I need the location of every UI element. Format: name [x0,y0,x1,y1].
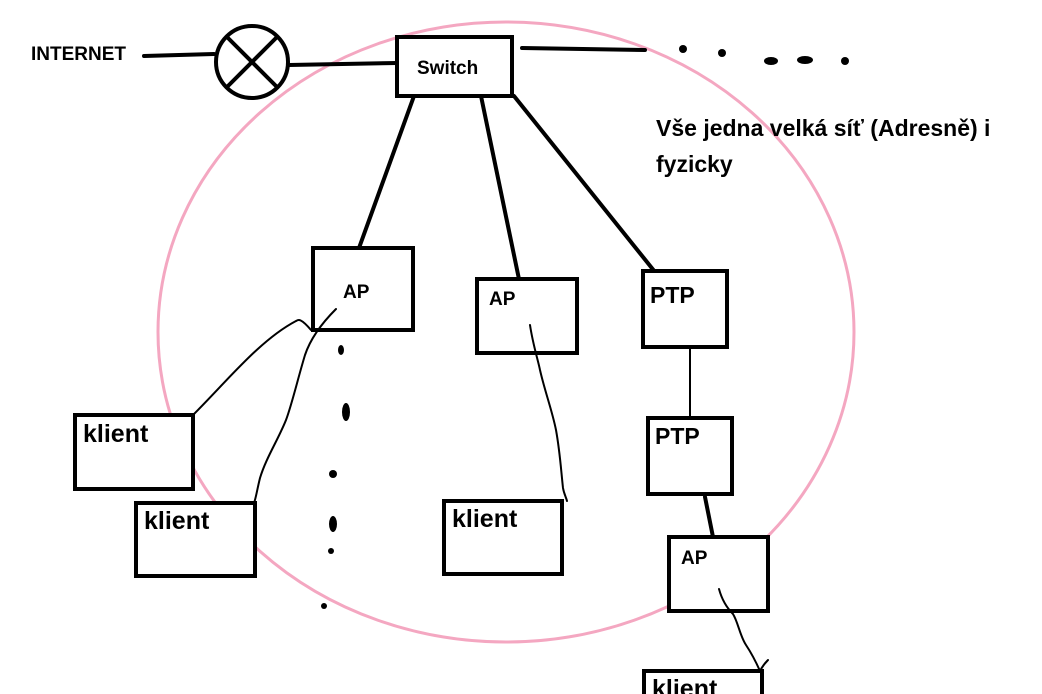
ptp-top-box [641,269,729,349]
klient-1-box [73,413,195,491]
klient-3-box [442,499,564,576]
wireless-ap-bottom-klient-4 [718,588,769,672]
internet-label: INTERNET [31,44,126,65]
network-note-line2: fyzicky [656,151,733,177]
switch-to-ap-middle [479,94,522,286]
switch-to-ptp-top [512,94,657,274]
klient-2-box [134,501,257,578]
wireless-ap-left-klient-1 [192,318,312,416]
switch-uplink [520,46,647,52]
switch-label: Switch [417,58,478,79]
network-boundary [156,20,856,644]
ptp-bottom-label: PTP [655,423,700,449]
switch-to-ap-left [357,94,416,250]
ap-left-continuation-dots [321,345,350,609]
ap-middle-box [475,277,579,355]
ptp-top-label: PTP [650,282,695,308]
ap-bottom-box [667,535,770,613]
klient-2-label: klient [144,507,210,535]
internet-link [142,52,216,58]
ap-bottom-label: AP [681,548,708,569]
uplink-continuation-dots [679,45,849,65]
router-cross-icon [214,24,290,100]
wireless-ap-left-klient-2 [253,308,337,504]
klient-3-label: klient [452,505,518,533]
klient-4-label: klient [652,675,718,694]
switch-box [395,35,514,98]
ptp-bottom-box [646,416,734,496]
ap-left-label: AP [343,282,370,303]
klient-1-label: klient [83,420,149,448]
klient-4-box [642,669,764,694]
ptp-to-ap-bottom [703,495,715,539]
router-switch-link [287,61,399,67]
ap-middle-label: AP [489,289,516,310]
wireless-ap-middle-klient-3 [529,324,568,502]
network-note-line1: Vše jedna velká síť (Adresně) i [656,115,990,141]
